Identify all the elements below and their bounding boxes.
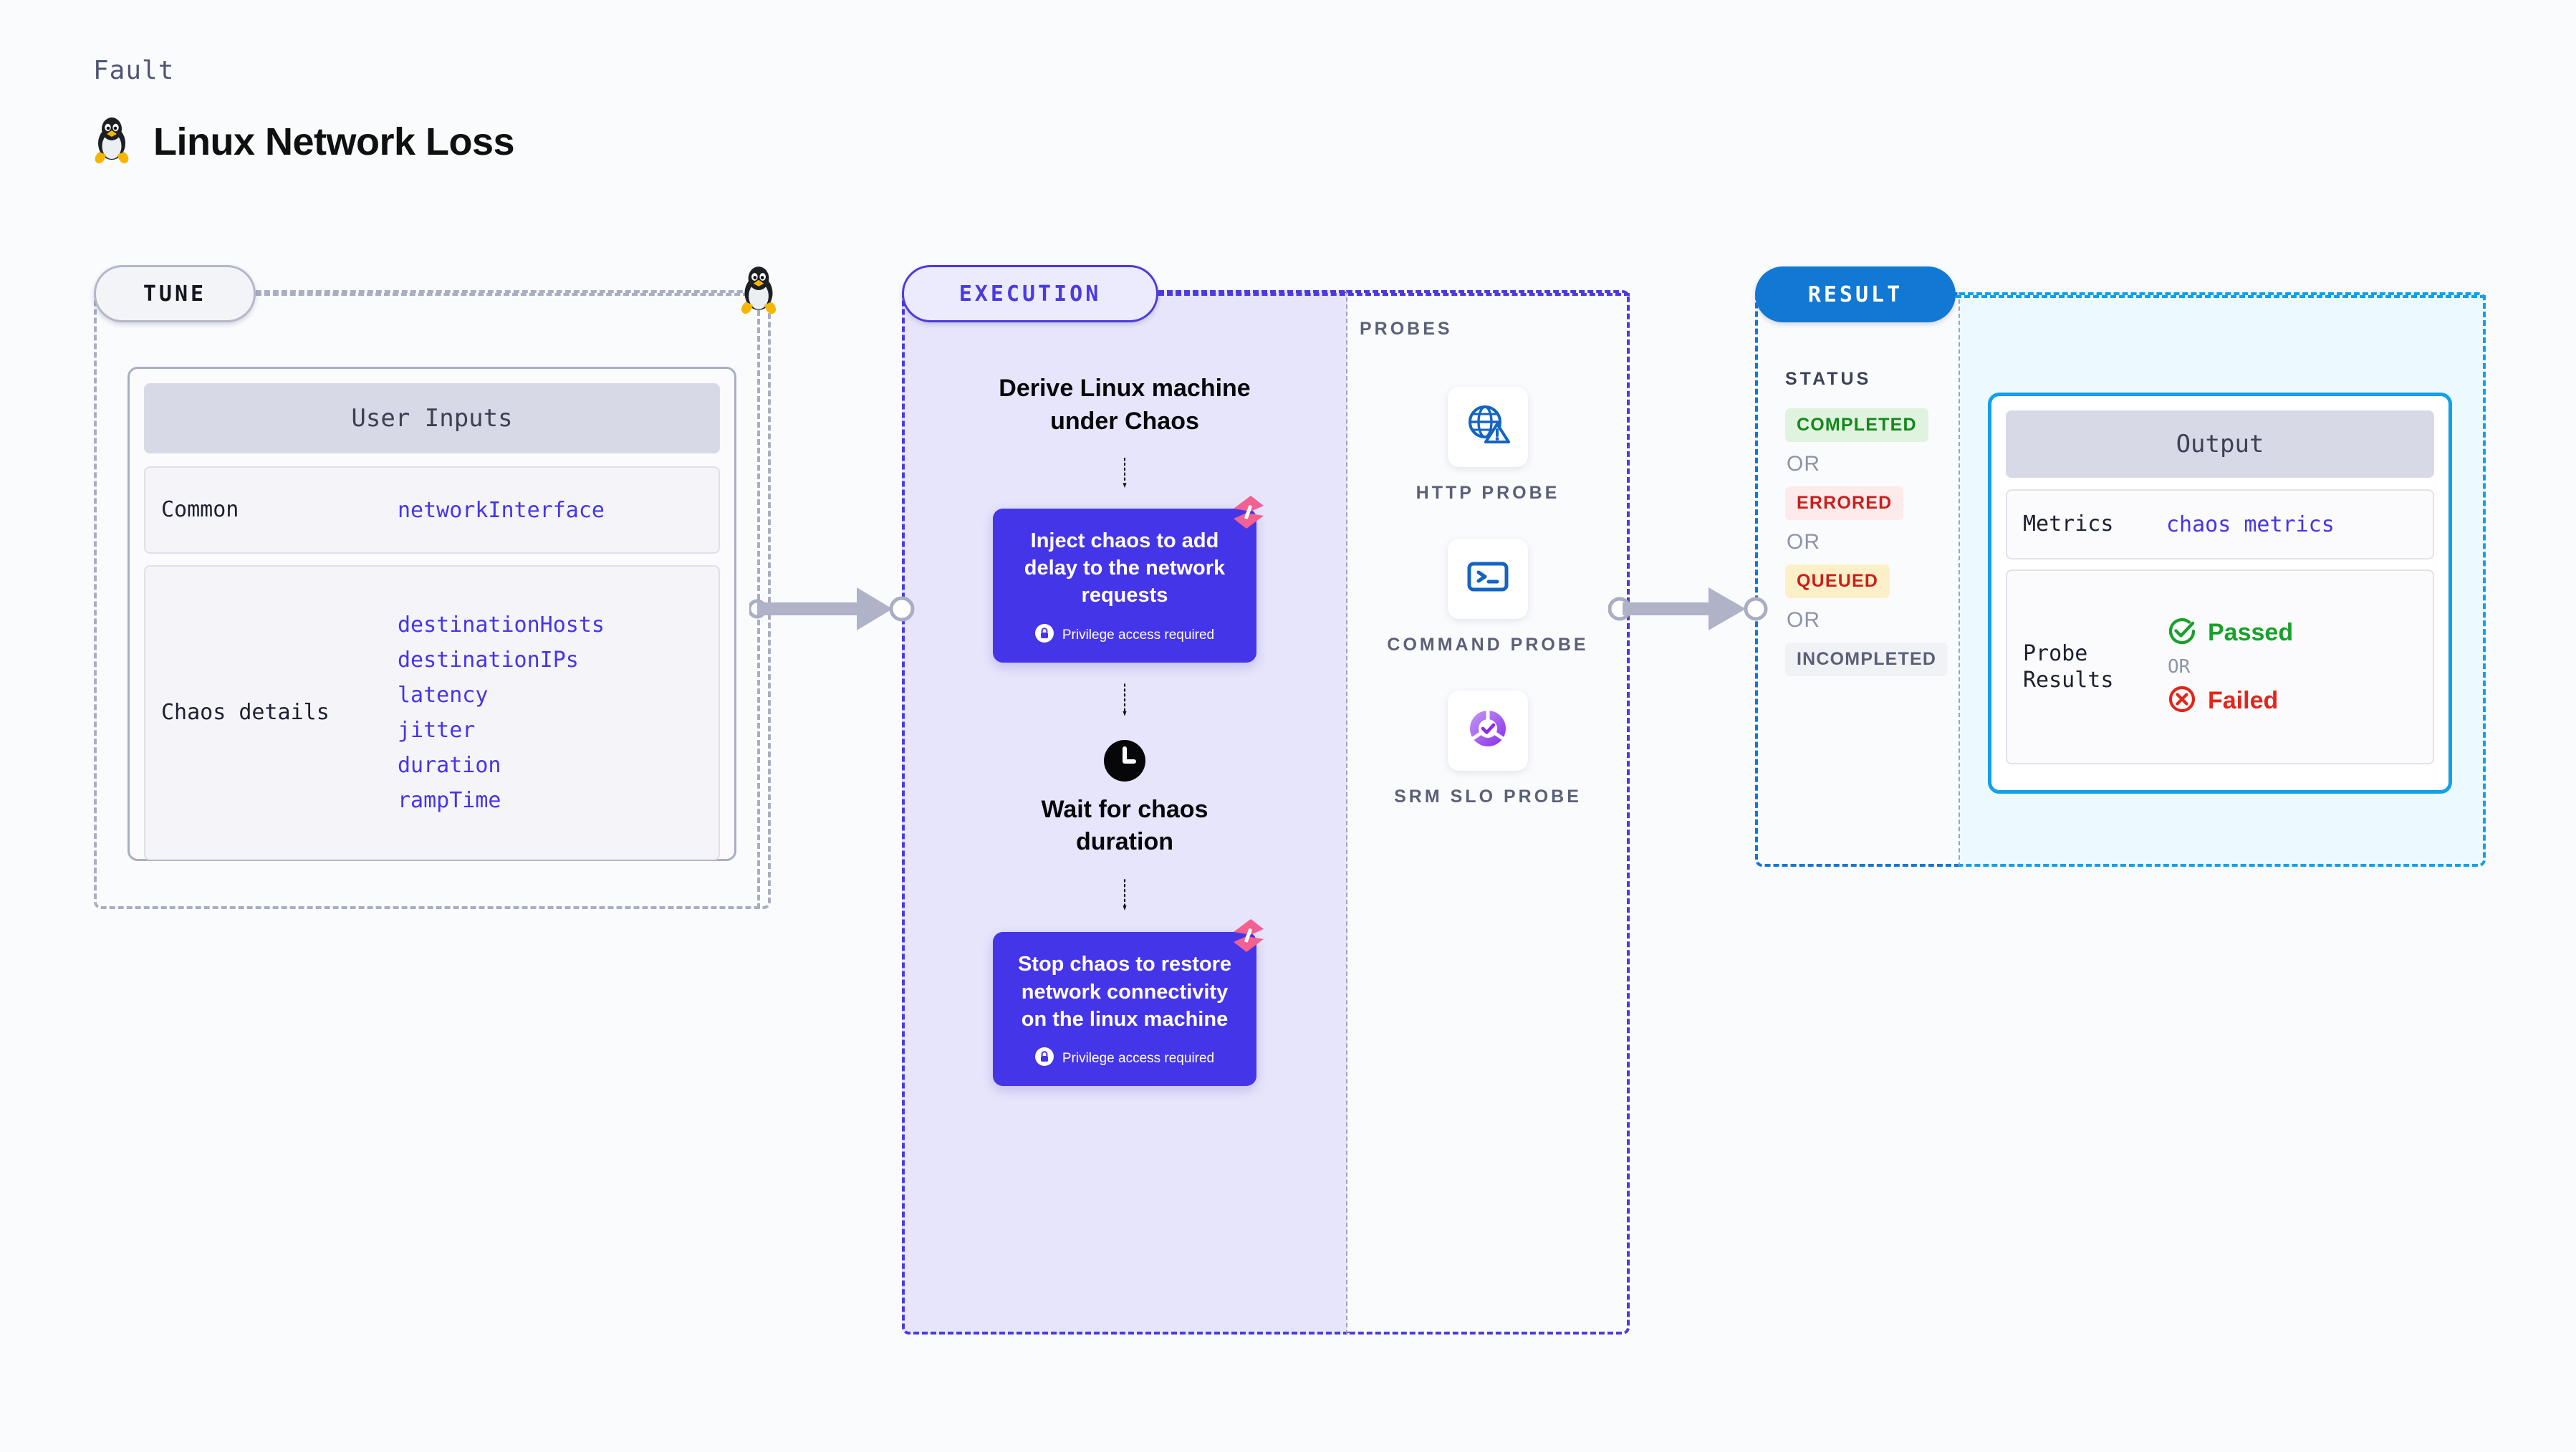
linux-penguin-marker-icon [738, 264, 779, 319]
stage-badge-result-label: RESULT [1807, 282, 1903, 307]
page-title-text: Linux Network Loss [153, 120, 515, 163]
output-row-metrics: Metrics chaos metrics [2006, 489, 2434, 559]
execution-flow: Derive Linux machine under Chaos Inject … [902, 372, 1347, 1087]
stage-badge-tune[interactable]: TUNE [94, 265, 256, 322]
probe-item-http[interactable]: HTTP PROBE [1416, 387, 1560, 506]
probe-result-failed-label: Failed [2208, 687, 2279, 714]
stage-badge-execution[interactable]: EXECUTION [902, 265, 1158, 322]
tune-value[interactable]: networkInterface [398, 497, 605, 523]
output-probe-results-values: Passed OR Failed [2166, 615, 2293, 718]
probe-label: HTTP PROBE [1416, 483, 1560, 503]
result-status-list: COMPLETED OR ERRORED OR QUEUED OR INCOMP… [1785, 408, 1948, 676]
tune-row-common-values: networkInterface [398, 498, 605, 523]
execution-node-inject-chaos-privilege: Privilege access required [1011, 623, 1238, 647]
execution-top-dash [1158, 293, 1630, 296]
execution-node-privilege-label: Privilege access required [1062, 1051, 1215, 1067]
execution-node-stop-chaos-privilege: Privilege access required [1011, 1047, 1238, 1070]
status-badge-incompleted: INCOMPLETED [1785, 643, 1948, 676]
user-inputs-card: User Inputs Common networkInterface Chao… [128, 367, 736, 861]
tune-value[interactable]: jitter [398, 718, 476, 743]
probe-item-srm-slo[interactable]: SRM SLO PROBE [1394, 690, 1582, 809]
tune-row-common-key: Common [161, 497, 239, 523]
user-inputs-title: User Inputs [144, 383, 720, 453]
flow-arrow-down-icon [1123, 683, 1127, 716]
lock-icon [1034, 623, 1054, 647]
tune-value[interactable]: rampTime [398, 788, 501, 813]
result-status-label: STATUS [1785, 369, 1872, 389]
flow-arrow-down-icon [1123, 457, 1127, 488]
output-metrics-key: Metrics [2023, 511, 2114, 537]
probe-result-failed: Failed [2166, 683, 2293, 718]
output-probe-results-key: Probe Results [2023, 640, 2114, 693]
fault-kicker: Fault [93, 56, 175, 85]
tune-value[interactable]: destinationIPs [398, 648, 579, 673]
status-or-label: OR [1787, 608, 1820, 632]
status-or-label: OR [1787, 530, 1820, 554]
tune-value[interactable]: destinationHosts [398, 612, 605, 638]
linux-penguin-icon [92, 115, 132, 168]
tune-value[interactable]: latency [398, 683, 489, 708]
output-row-probe-results: Probe Results Passed OR [2006, 569, 2434, 764]
probes-list: HTTP PROBE COMMAND PROBE [1346, 387, 1630, 809]
output-metrics-value[interactable]: chaos metrics [2166, 511, 2335, 537]
probe-result-passed: Passed [2166, 615, 2293, 650]
check-circle-icon [2166, 615, 2198, 650]
tune-stage-container [94, 290, 771, 909]
probe-tile [1448, 690, 1528, 771]
probe-result-passed-label: Passed [2208, 619, 2294, 646]
execution-wait-node: Wait for chaos duration [1017, 739, 1232, 860]
tune-row-chaos-values: destinationHosts destinationIPs latency … [398, 612, 605, 813]
probe-result-or-label: OR [2168, 656, 2191, 678]
status-badge-queued: QUEUED [1785, 564, 1890, 598]
execution-node-inject-chaos-text: Inject chaos to add delay to the network… [1024, 529, 1226, 607]
probe-item-command[interactable]: COMMAND PROBE [1387, 538, 1589, 658]
probe-tile [1447, 387, 1528, 467]
tune-row-common: Common networkInterface [144, 466, 720, 554]
stage-connector-arrow-1 [747, 580, 921, 641]
stage-badge-result[interactable]: RESULT [1755, 266, 1956, 322]
output-card: Output Metrics chaos metrics Probe Resul… [1988, 393, 2452, 794]
x-circle-icon [2166, 683, 2198, 718]
harness-logo-icon [1229, 916, 1268, 955]
clock-icon [1102, 739, 1147, 787]
page-title: Linux Network Loss [92, 115, 515, 168]
stage-badge-execution-label: EXECUTION [958, 281, 1102, 307]
stage-connector-arrow-2 [1607, 580, 1780, 641]
tune-top-dash [256, 293, 757, 296]
execution-node-stop-chaos-text: Stop chaos to restore network connectivi… [1017, 953, 1232, 1031]
lock-icon [1034, 1047, 1054, 1070]
execution-node-privilege-label: Privilege access required [1062, 627, 1215, 643]
globe-warning-icon [1463, 400, 1513, 454]
probe-label: SRM SLO PROBE [1394, 786, 1582, 807]
execution-node-stop-chaos[interactable]: Stop chaos to restore network connectivi… [993, 919, 1264, 1087]
execution-node-inject-chaos[interactable]: Inject chaos to add delay to the network… [993, 495, 1264, 663]
harness-logo-icon [1229, 493, 1268, 532]
tune-row-chaos-details: Chaos details destinationHosts destinati… [144, 565, 720, 860]
terminal-icon [1463, 552, 1513, 605]
flow-arrow-down-icon [1123, 879, 1127, 911]
status-badge-errored: ERRORED [1785, 486, 1904, 520]
result-top-dash [1956, 295, 2486, 298]
probe-label: COMMAND PROBE [1387, 634, 1589, 655]
probe-tile [1447, 538, 1528, 619]
status-or-label: OR [1787, 452, 1820, 476]
slo-donut-check-icon [1463, 703, 1513, 757]
probes-section-label: PROBES [1360, 319, 1453, 339]
probes-stage-container [1346, 290, 1630, 1335]
tune-value[interactable]: duration [398, 753, 501, 778]
status-badge-completed: COMPLETED [1785, 408, 1928, 442]
execution-flow-title: Derive Linux machine under Chaos [999, 375, 1251, 435]
output-card-title: Output [2006, 410, 2434, 478]
execution-wait-label: Wait for chaos duration [1041, 795, 1208, 856]
stage-badge-tune-label: TUNE [143, 281, 207, 307]
tune-row-chaos-key: Chaos details [161, 700, 330, 726]
